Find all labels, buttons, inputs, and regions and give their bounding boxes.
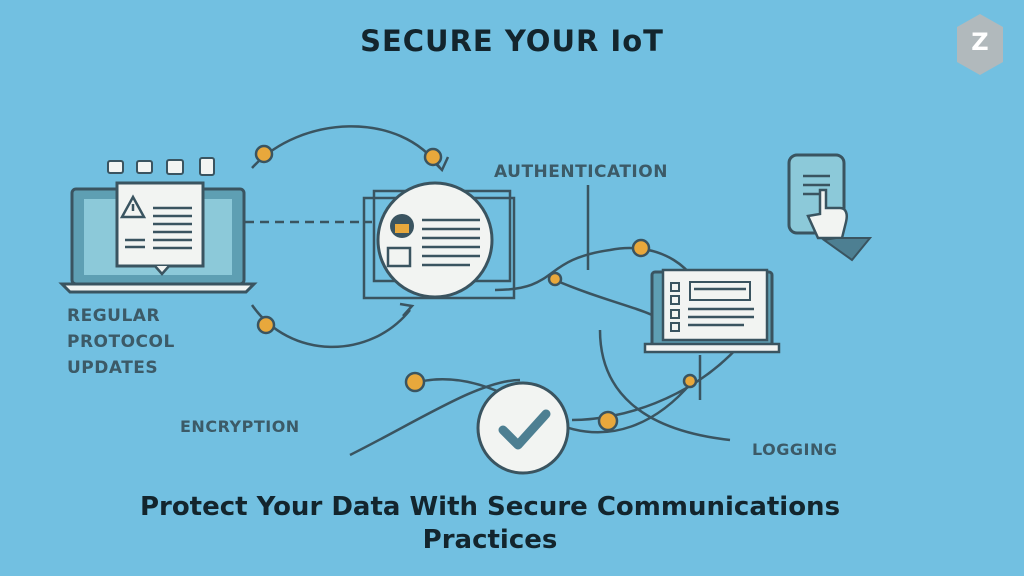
- node-dot: [254, 144, 274, 164]
- connector-nodes: [254, 144, 698, 432]
- label-encryption: ENCRYPTION: [180, 417, 300, 436]
- node-dot: [404, 371, 426, 393]
- logo-letter: Z: [971, 28, 989, 56]
- label-line: UPDATES: [67, 358, 159, 378]
- top-arc: [251, 125, 442, 169]
- node-dot: [256, 315, 276, 335]
- node-dot: [597, 410, 619, 432]
- label-line: REGULAR: [67, 306, 161, 326]
- subtitle-line: Protect Your Data With Secure Communicat…: [139, 492, 841, 522]
- node-dot: [631, 238, 651, 258]
- label-regular-updates: REGULAR PROTOCOL UPDATES: [67, 303, 175, 381]
- label-authentication: AUTHENTICATION: [494, 162, 668, 182]
- arrow-head-icon: [399, 302, 415, 317]
- check-to-monitor: [571, 344, 741, 422]
- node-dot: [547, 271, 563, 287]
- left-bottom-arc: [250, 304, 411, 349]
- hand-pointer-icon: [806, 188, 873, 262]
- page-title: SECURE YOUR IoT: [360, 24, 664, 58]
- link-monitor: [554, 278, 661, 321]
- node-dot: [423, 147, 443, 167]
- toolbar-icons: [107, 157, 215, 176]
- monitor-loop: [598, 329, 731, 442]
- document-icon: [115, 181, 205, 276]
- label-logging: LOGGING: [752, 440, 838, 459]
- lock-icon: [390, 214, 414, 238]
- checkmark-icon: [476, 381, 570, 475]
- warning-icon: [119, 194, 147, 219]
- label-line: PROTOCOL: [67, 332, 175, 352]
- magnifier-icon: [362, 181, 516, 300]
- enc-curve: [349, 378, 521, 457]
- monitor-icon: [643, 268, 781, 354]
- connector-lines: [245, 125, 741, 457]
- logo-badge: [957, 14, 1003, 75]
- page-subtitle: Protect Your Data With Secure Communicat…: [40, 491, 940, 557]
- node-dot: [682, 373, 698, 389]
- subtitle-line: Practices: [422, 525, 558, 555]
